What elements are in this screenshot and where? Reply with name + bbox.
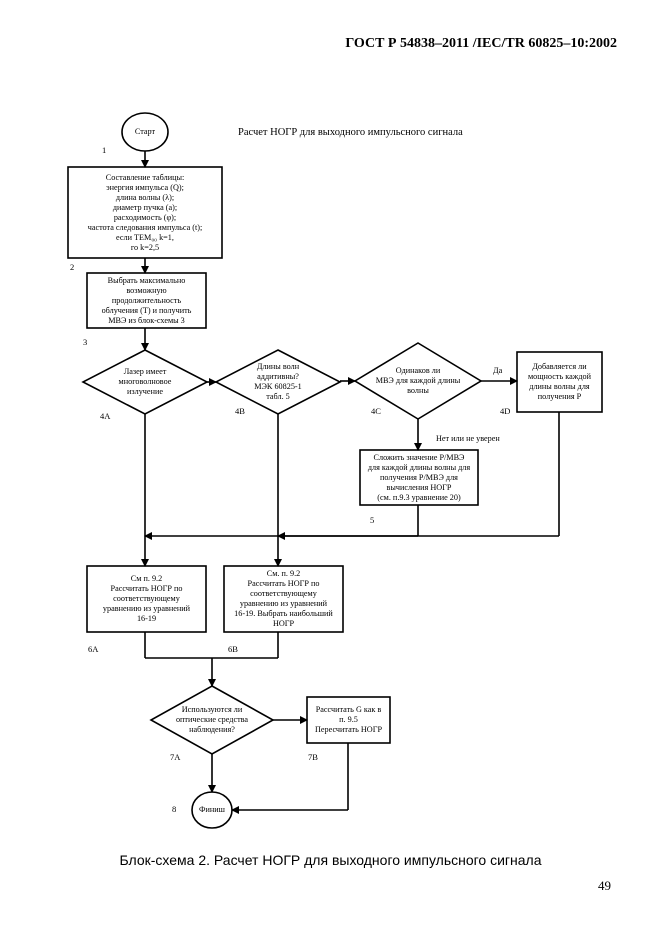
- step-label-7a: 7A: [170, 752, 181, 762]
- b4d-line-3: длины волны для: [529, 382, 590, 391]
- d4a-line-3: излучение: [127, 387, 163, 396]
- b6b-line-1: См. п. 9.2: [266, 569, 301, 578]
- box-5: Сложить значение P/МВЭ для каждой длины …: [360, 450, 478, 505]
- b6b-line-6: НОГР: [272, 619, 295, 628]
- b6a-line-4: уравнению из уравнений: [102, 604, 191, 613]
- b5-line-2: для каждой длины волны для: [367, 462, 471, 472]
- b6b-line-3: соответствующему: [250, 589, 317, 598]
- step-label-2: 2: [70, 262, 75, 272]
- decision-4a: Лазер имеет многоволновое излучение: [95, 360, 195, 404]
- b6b-line-4: уравнению из уравнений: [239, 599, 328, 608]
- select-box-shape: [86, 272, 207, 329]
- b7b-line-3: Пересчитать НОГР: [314, 725, 383, 734]
- table-line-4: диаметр пучка (a);: [112, 202, 178, 212]
- b6a-line-5: 16-19: [136, 614, 157, 623]
- b6a-line-1: См п. 9.2: [130, 574, 163, 583]
- step-label-1: 1: [102, 145, 107, 155]
- d7a-line-3: наблюдения?: [189, 725, 235, 734]
- b6a-line-3: соответствующему: [113, 594, 180, 603]
- d4c-line-1: Одинаков ли: [395, 366, 441, 375]
- b7b-line-1: Рассчитать G как в: [315, 705, 382, 714]
- start-node: Старт: [122, 113, 168, 151]
- b5-line-1: Сложить значение P/МВЭ: [373, 452, 465, 462]
- b6a-line-2: Рассчитать НОГР по: [110, 584, 183, 593]
- d4a-line-1: Лазер имеет: [123, 367, 167, 376]
- table-line-8: го k=2,5: [130, 242, 160, 252]
- box-6a: См п. 9.2 Рассчитать НОГР по соответству…: [87, 566, 206, 632]
- step-label-5: 5: [370, 515, 375, 525]
- decision-4c: Одинаков ли МВЭ для каждой длины волны: [363, 360, 473, 402]
- box-4d: Добавляется ли мощность каждой длины вол…: [517, 352, 602, 412]
- finish-node: Финиш: [192, 792, 232, 828]
- page-number: 49: [598, 878, 611, 893]
- step-label-6b: 6B: [228, 644, 238, 654]
- d4b-line-2: аддитивны?: [257, 372, 299, 381]
- b4d-line-2: мощность каждой: [527, 372, 592, 381]
- b6b-line-5: 16-19. Выбрать наибольший: [234, 609, 333, 618]
- table-box-shape: [67, 166, 223, 259]
- decision-4b: Длины волн аддитивны? МЭК 60825-1 табл. …: [228, 356, 328, 408]
- figure-caption: Блок-схема 2. Расчет НОГР для выходного …: [119, 852, 542, 868]
- b5-line-4: вычисления НОГР: [386, 482, 452, 492]
- flowchart-title: Расчет НОГР для выходного импульсного си…: [238, 127, 463, 138]
- d4a-line-2: многоволновое: [118, 377, 172, 386]
- select-box: Выбрать максимально возможную продолжите…: [87, 273, 206, 328]
- table-line-1: Составление таблицы:: [105, 172, 185, 182]
- d4b-line-3: МЭК 60825-1: [254, 382, 302, 391]
- box-6a-shape: [86, 565, 207, 633]
- table-line-6: частота следования импульса (t);: [87, 222, 203, 232]
- select-line-4: облучения (T) и получить: [101, 305, 192, 315]
- box-7b: Рассчитать G как в п. 9.5 Пересчитать НО…: [307, 697, 390, 743]
- b4d-line-1: Добавляется ли: [532, 362, 587, 371]
- d4b-line-4: табл. 5: [266, 392, 290, 401]
- document-header: ГОСТ Р 54838–2011 /IEC/TR 60825–10:2002: [345, 36, 617, 51]
- step-label-4c: 4C: [371, 406, 381, 416]
- table-box: Составление таблицы: энергия импульса (Q…: [68, 167, 222, 258]
- box-6b-shape: [223, 565, 344, 633]
- step-label-4d: 4D: [500, 406, 511, 416]
- step-label-8: 8: [172, 804, 177, 814]
- step-label-7b: 7B: [308, 752, 318, 762]
- select-line-2: возможную: [126, 285, 167, 295]
- edge-label-yes: Да: [493, 366, 503, 375]
- step-label-4b: 4B: [235, 406, 245, 416]
- step-label-4a: 4A: [100, 411, 111, 421]
- select-line-5: МВЭ из блок-схемы 3: [108, 315, 185, 325]
- box-6b: См. п. 9.2 Рассчитать НОГР по соответств…: [224, 566, 343, 632]
- step-label-6a: 6A: [88, 644, 99, 654]
- b5-line-5: (см. п.9.3 уравнение 20): [377, 492, 461, 502]
- d4b-line-1: Длины волн: [256, 362, 300, 371]
- select-line-1: Выбрать максимально: [107, 275, 186, 285]
- b4d-line-4: получения P: [537, 392, 582, 401]
- select-line-3: продолжительность: [111, 295, 182, 305]
- b6b-line-2: Рассчитать НОГР по: [247, 579, 320, 588]
- box-5-shape: [359, 449, 479, 506]
- b7b-line-2: п. 9.5: [339, 715, 358, 724]
- table-line-3: длина волны (λ);: [115, 192, 175, 202]
- table-line-7: если TEM₀₀ k=1,: [116, 232, 174, 242]
- d4c-line-2: МВЭ для каждой длины: [375, 376, 461, 385]
- b5-line-3: получения P/МВЭ для: [380, 472, 458, 482]
- decision-7a: Используются ли оптические средства набл…: [162, 698, 262, 742]
- table-line-2: энергия импульса (Q);: [106, 182, 184, 192]
- edge-label-no-unsure: Нет или не уверен: [436, 434, 500, 443]
- d7a-line-1: Используются ли: [181, 705, 243, 714]
- finish-label: Финиш: [199, 805, 225, 814]
- step-label-3: 3: [83, 337, 88, 347]
- d7a-line-2: оптические средства: [175, 715, 249, 724]
- table-line-5: расходимость (φ);: [113, 212, 177, 222]
- start-label: Старт: [134, 127, 156, 136]
- d4c-line-3: волны: [407, 386, 429, 395]
